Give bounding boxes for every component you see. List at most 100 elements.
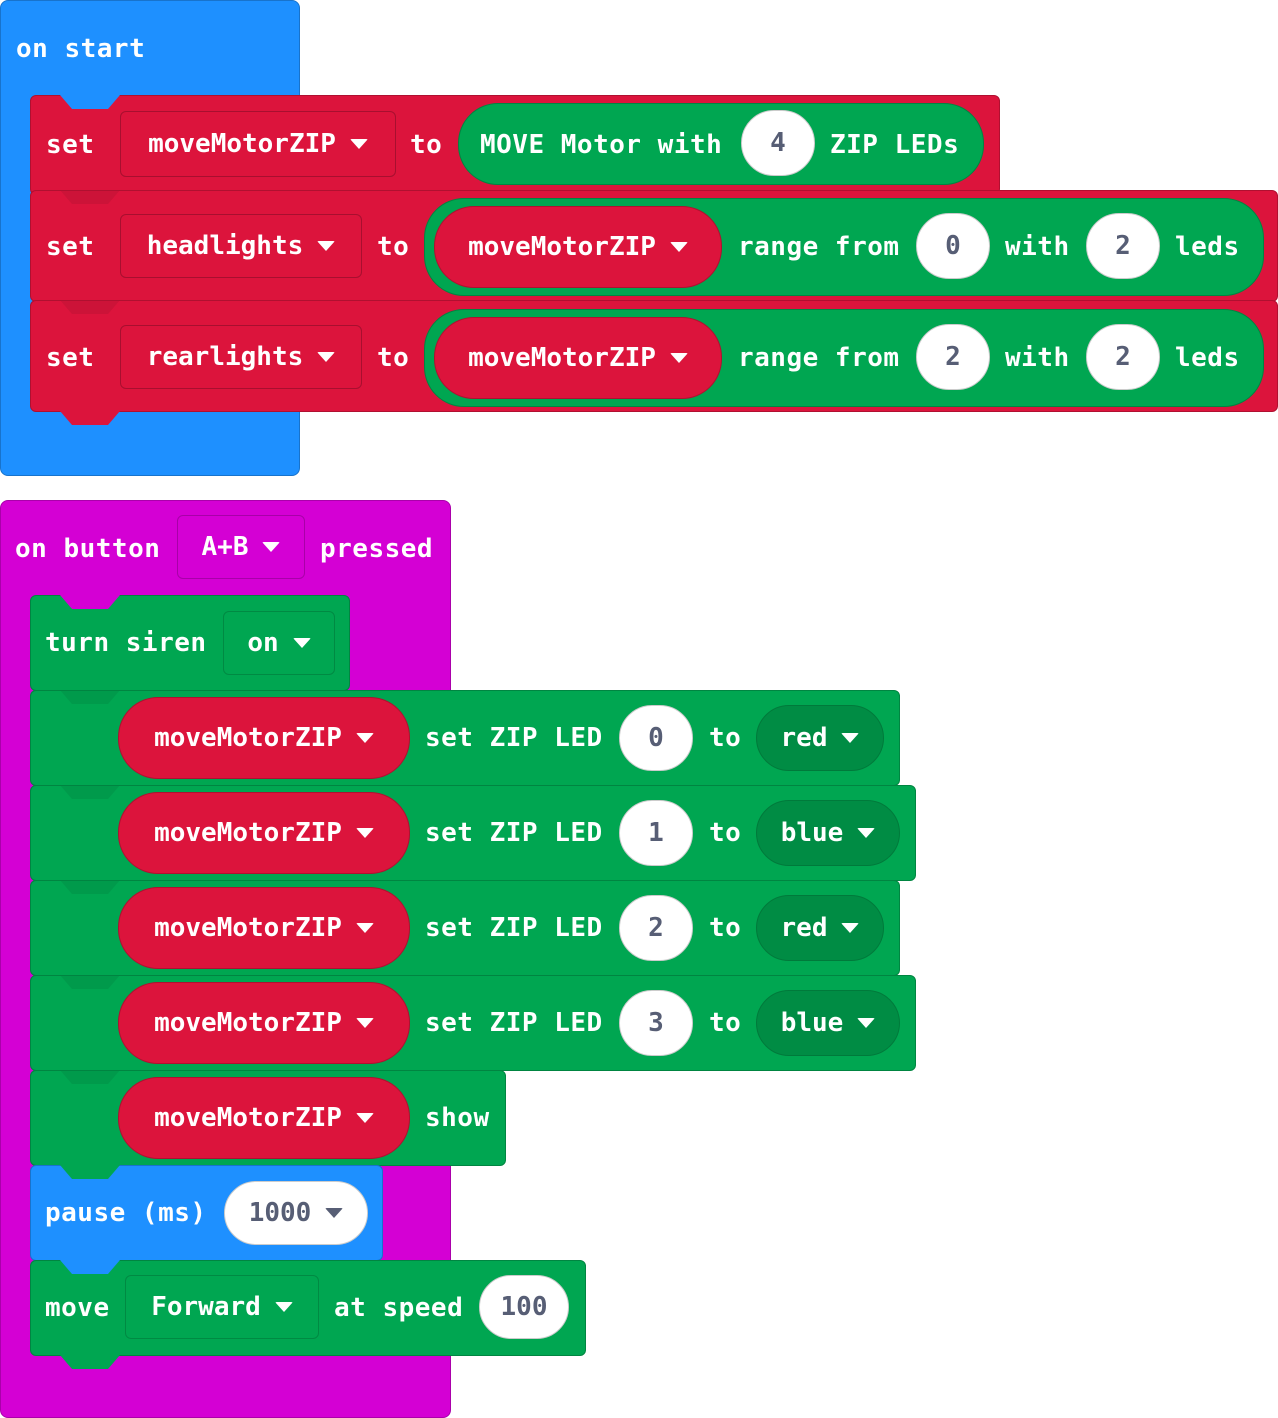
dropdown-arrow-icon [355, 828, 374, 838]
block-notch [60, 190, 120, 204]
led-index-input[interactable]: 3 [619, 990, 693, 1056]
to-keyword: to [709, 913, 742, 943]
dropdown-arrow-icon [841, 733, 860, 743]
range-count-input[interactable]: 2 [1086, 213, 1160, 279]
range-from-input[interactable]: 2 [916, 324, 990, 390]
dropdown-arrow-icon [355, 1113, 374, 1123]
dropdown-arrow-icon [355, 733, 374, 743]
block-notch [60, 300, 120, 314]
leds-label: leds [1175, 343, 1240, 373]
color-name: blue [780, 1008, 844, 1038]
set-zip-led-label: set ZIP LED [425, 1008, 603, 1038]
show-label: show [425, 1103, 490, 1133]
speed-input[interactable]: 100 [479, 1275, 569, 1339]
dropdown-arrow-icon [325, 1208, 344, 1218]
turn-siren-label: turn siren [45, 628, 207, 658]
block-notch [60, 975, 120, 989]
variable-dropdown-rearlights[interactable]: rearlights [120, 325, 362, 389]
strip-name: moveMotorZIP [468, 232, 656, 262]
block-notch [60, 411, 120, 425]
range-from-label: range from [738, 343, 900, 373]
variable-dropdown-headlights[interactable]: headlights [120, 214, 362, 278]
block-notch [60, 1070, 120, 1084]
color-name: red [780, 723, 828, 753]
block-notch [60, 880, 120, 894]
move-label: move [45, 1293, 110, 1323]
dropdown-arrow-icon [262, 542, 281, 552]
strip-dropdown[interactable]: moveMotorZIP [118, 982, 410, 1064]
variable-name: rearlights [146, 342, 304, 372]
set-zip-led-label: set ZIP LED [425, 818, 603, 848]
strip-dropdown[interactable]: moveMotorZIP [118, 1077, 410, 1159]
pressed-label: pressed [320, 534, 434, 564]
direction-value: Forward [151, 1292, 261, 1322]
on-start-label: on start [16, 34, 146, 64]
dropdown-arrow-icon [857, 828, 876, 838]
strip-name: moveMotorZIP [154, 913, 342, 943]
strip-dropdown[interactable]: moveMotorZIP [118, 792, 410, 874]
to-keyword: to [709, 723, 742, 753]
strip-name: moveMotorZIP [468, 343, 656, 373]
move-motor-with-label: MOVE Motor with [480, 130, 723, 160]
range-count-input[interactable]: 2 [1086, 324, 1160, 390]
block-notch [60, 595, 120, 609]
to-keyword: to [709, 818, 742, 848]
zip-led-count-input[interactable]: 4 [741, 110, 815, 176]
pause-label: pause (ms) [45, 1198, 207, 1228]
led-color-dropdown[interactable]: red [756, 895, 884, 961]
variable-name: headlights [146, 231, 304, 261]
range-from-label: range from [738, 232, 900, 262]
move-motor-create-block[interactable] [458, 103, 984, 185]
strip-name: moveMotorZIP [154, 723, 342, 753]
dropdown-arrow-icon [841, 923, 860, 933]
range-from-input[interactable]: 0 [916, 213, 990, 279]
leds-label: leds [1175, 232, 1240, 262]
led-color-dropdown[interactable]: blue [756, 990, 900, 1056]
led-color-dropdown[interactable]: blue [756, 800, 900, 866]
direction-dropdown[interactable]: Forward [125, 1275, 319, 1339]
button-dropdown[interactable]: A+B [177, 515, 305, 579]
dropdown-arrow-icon [317, 352, 336, 362]
with-label: with [1005, 232, 1070, 262]
pause-duration-dropdown[interactable]: 1000 [224, 1181, 368, 1245]
color-name: red [780, 913, 828, 943]
strip-name: moveMotorZIP [154, 1008, 342, 1038]
dropdown-arrow-icon [857, 1018, 876, 1028]
set-keyword: set [46, 343, 95, 373]
strip-dropdown[interactable]: moveMotorZIP [118, 887, 410, 969]
pause-value: 1000 [248, 1198, 312, 1228]
set-keyword: set [46, 232, 95, 262]
strip-name: moveMotorZIP [154, 1103, 342, 1133]
strip-name: moveMotorZIP [154, 818, 342, 848]
block-notch [60, 1165, 120, 1179]
color-name: blue [780, 818, 844, 848]
strip-dropdown[interactable]: moveMotorZIP [434, 206, 722, 288]
to-keyword: to [410, 130, 443, 160]
set-keyword: set [46, 130, 95, 160]
set-zip-led-label: set ZIP LED [425, 723, 603, 753]
block-notch [60, 1355, 120, 1369]
block-notch [60, 95, 120, 109]
strip-dropdown[interactable]: moveMotorZIP [434, 317, 722, 399]
to-keyword: to [377, 232, 410, 262]
siren-state-dropdown[interactable]: on [223, 611, 335, 675]
dropdown-arrow-icon [317, 241, 336, 251]
dropdown-arrow-icon [292, 638, 311, 648]
block-notch [60, 690, 120, 704]
block-notch [60, 1260, 120, 1274]
to-keyword: to [377, 343, 410, 373]
block-notch [60, 785, 120, 799]
strip-dropdown[interactable]: moveMotorZIP [118, 697, 410, 779]
led-index-input[interactable]: 0 [619, 705, 693, 771]
set-zip-led-label: set ZIP LED [425, 913, 603, 943]
dropdown-arrow-icon [274, 1302, 293, 1312]
siren-state: on [247, 628, 279, 658]
dropdown-arrow-icon [669, 242, 688, 252]
dropdown-arrow-icon [355, 1018, 374, 1028]
led-index-input[interactable]: 2 [619, 895, 693, 961]
led-color-dropdown[interactable]: red [756, 705, 884, 771]
variable-dropdown-movemotorzip[interactable]: moveMotorZIP [120, 111, 396, 177]
to-keyword: to [709, 1008, 742, 1038]
button-name: A+B [201, 532, 249, 562]
led-index-input[interactable]: 1 [619, 800, 693, 866]
